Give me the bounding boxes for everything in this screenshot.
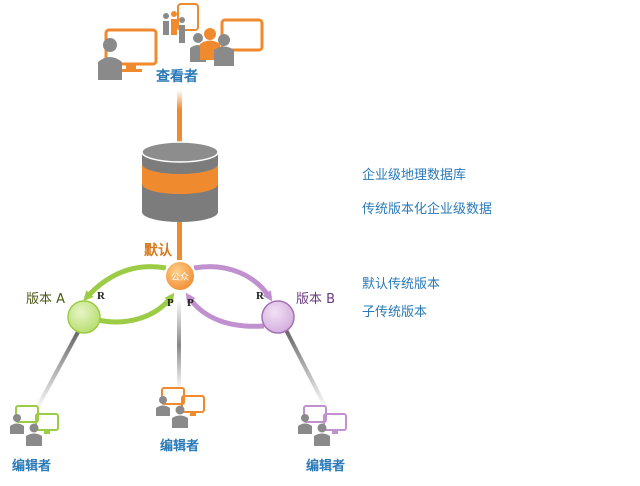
editor-label-center: 编辑者 bbox=[160, 439, 200, 454]
editor-a-connector bbox=[34, 330, 80, 412]
editors-b-icon bbox=[298, 405, 347, 446]
post-letter-b: P bbox=[187, 297, 194, 309]
editor-center-connector bbox=[177, 300, 181, 390]
note-child-traditional-version: 子传统版本 bbox=[362, 305, 428, 320]
version-a-label: 版本 A bbox=[26, 292, 66, 307]
post-arrow-b bbox=[185, 292, 265, 329]
database-icon bbox=[141, 141, 219, 222]
version-b-node bbox=[261, 300, 295, 334]
editor-label-b: 编辑者 bbox=[306, 459, 346, 474]
reconcile-letter-a: R bbox=[97, 290, 106, 302]
editors-center-icon bbox=[156, 387, 205, 428]
viewer-connector bbox=[177, 90, 182, 145]
editor-b-connector bbox=[284, 328, 328, 410]
reconcile-letter-b: R bbox=[256, 290, 265, 302]
viewers-icon bbox=[98, 3, 264, 80]
viewer-label: 查看者 bbox=[156, 69, 198, 85]
editor-label-a: 编辑者 bbox=[12, 459, 52, 474]
default-label: 默认 bbox=[144, 243, 172, 259]
version-a-node bbox=[67, 300, 101, 334]
note-enterprise-gdb: 企业级地理数据库 bbox=[362, 168, 467, 183]
default-connector bbox=[177, 222, 182, 266]
post-letter-a: P bbox=[167, 297, 174, 309]
note-traditional-versioned: 传统版本化企业级数据 bbox=[362, 202, 493, 217]
public-label: 公众 bbox=[171, 272, 189, 283]
editors-a-icon bbox=[10, 405, 59, 446]
reconcile-arrow-b bbox=[193, 264, 273, 302]
post-arrow-a bbox=[97, 292, 175, 325]
version-b-label: 版本 B bbox=[296, 292, 336, 307]
default-version-node bbox=[164, 260, 196, 292]
note-default-traditional-version: 默认传统版本 bbox=[362, 277, 441, 292]
reconcile-arrow-a bbox=[83, 264, 167, 301]
